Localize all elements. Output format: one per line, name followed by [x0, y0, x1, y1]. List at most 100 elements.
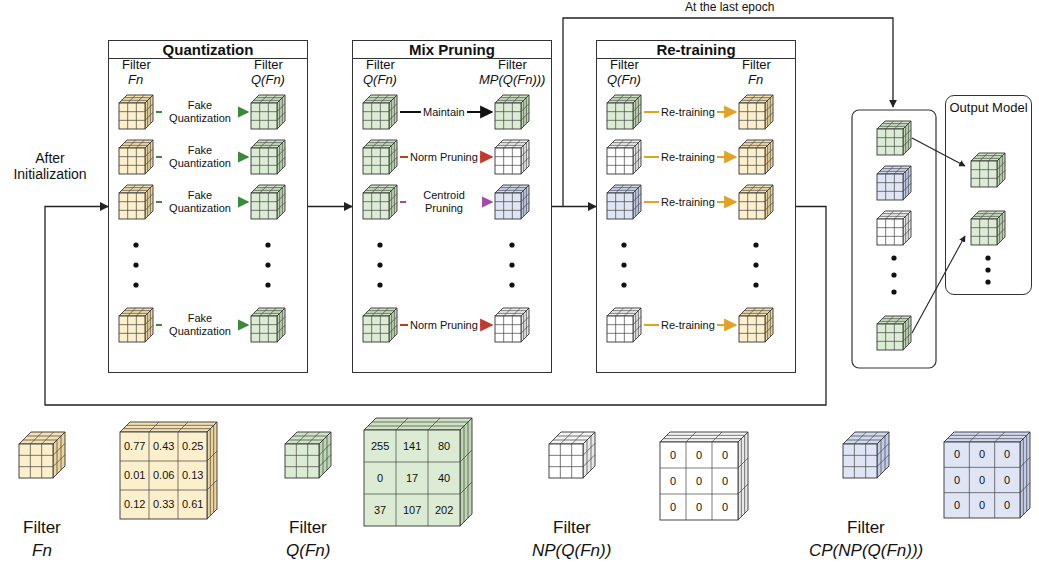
grid-line — [120, 461, 207, 462]
filter-cube — [607, 308, 641, 342]
grid-line — [503, 148, 504, 174]
grid-line — [744, 310, 770, 311]
grid-line — [521, 157, 529, 165]
grid-line — [615, 193, 616, 219]
grid-line — [366, 190, 392, 191]
grid-line — [319, 443, 331, 455]
filter-cube — [607, 95, 641, 129]
grid-line — [886, 166, 894, 174]
grid-line — [363, 165, 389, 166]
grid-line — [521, 202, 529, 210]
grid-line — [460, 482, 472, 494]
grid-line — [885, 436, 886, 470]
panel-title: Re-training — [597, 41, 795, 59]
grid-line — [894, 324, 895, 350]
grid-line — [1002, 156, 1003, 182]
grid-line — [279, 190, 280, 216]
filter-collection-box — [852, 110, 936, 368]
grid-line — [371, 103, 372, 129]
grid-line — [380, 103, 381, 129]
grid-line — [903, 138, 911, 146]
grid-line — [380, 148, 381, 174]
matrix-value: 0 — [696, 449, 702, 462]
grid-line — [521, 194, 529, 202]
grid-line — [560, 444, 561, 478]
operation-label: Re-training — [659, 319, 717, 332]
grid-line — [974, 158, 1000, 159]
grid-line — [999, 216, 1000, 242]
matrix-value: 0 — [1004, 448, 1010, 461]
grid-line — [971, 236, 997, 237]
matrix-value: 0 — [954, 474, 960, 487]
grid-line — [748, 95, 756, 103]
grid-line — [145, 202, 153, 210]
grid-line — [259, 103, 260, 129]
grid-line — [122, 313, 148, 314]
grid-line — [988, 219, 989, 245]
grid-line — [147, 100, 148, 126]
grid-line — [686, 432, 696, 442]
grid-line — [119, 111, 145, 112]
grid-line — [521, 317, 529, 325]
grid-line — [610, 313, 636, 314]
grid-line — [765, 149, 773, 157]
cube-front — [739, 148, 765, 174]
grid-line — [739, 111, 765, 112]
operation-label: Re-training — [659, 151, 717, 164]
column-header: Q(Fn) — [363, 73, 397, 88]
grid-line — [504, 185, 512, 193]
grid-line — [635, 100, 636, 126]
grid-line — [624, 148, 625, 174]
grid-line — [765, 317, 773, 325]
grid-line — [119, 333, 145, 334]
grid-line — [127, 103, 128, 129]
legend-caption: NP(Q(Fn)) — [532, 541, 611, 561]
grid-line — [503, 316, 504, 342]
grid-line — [549, 466, 583, 467]
grid-line — [886, 316, 894, 324]
grid-line — [512, 140, 520, 148]
grid-line — [877, 227, 903, 228]
grid-line — [624, 103, 625, 129]
grid-line — [495, 111, 521, 112]
grid-line — [391, 313, 392, 339]
ellipsis-dot — [985, 267, 990, 272]
grid-line — [847, 440, 881, 441]
grid-line — [979, 219, 980, 245]
filter-cube — [251, 95, 285, 129]
cube-front — [495, 193, 521, 219]
matrix-value: 0.06 — [153, 469, 174, 482]
grid-line — [123, 428, 210, 429]
grid-line — [149, 432, 150, 519]
cube-front — [607, 316, 633, 342]
grid-line — [877, 443, 889, 455]
grid-line — [1002, 214, 1003, 240]
grid-line — [498, 145, 524, 146]
grid-line — [307, 444, 308, 478]
filter-cube — [549, 432, 595, 478]
grid-line — [880, 321, 906, 322]
grid-line — [128, 185, 136, 193]
grid-line — [128, 308, 136, 316]
grid-line — [557, 436, 591, 437]
cube-front — [119, 148, 145, 174]
grid-line — [210, 429, 211, 516]
grid-line — [866, 432, 878, 444]
column-header: Fn — [748, 73, 763, 88]
ellipsis-dot — [509, 262, 514, 267]
legend-caption: Filter — [553, 518, 591, 538]
filter-cube — [971, 153, 1005, 187]
matrix-value: 0 — [670, 475, 676, 488]
filter-cube — [944, 432, 1030, 518]
column-header: Filter — [498, 58, 527, 73]
operation-label: Re-training — [659, 196, 717, 209]
grid-line — [150, 98, 151, 124]
matrix-value: 0 — [979, 448, 985, 461]
grid-line — [612, 310, 638, 311]
grid-line — [207, 451, 217, 461]
grid-line — [756, 95, 764, 103]
cube-front — [119, 193, 145, 219]
grid-line — [277, 325, 285, 333]
grid-line — [428, 430, 429, 526]
